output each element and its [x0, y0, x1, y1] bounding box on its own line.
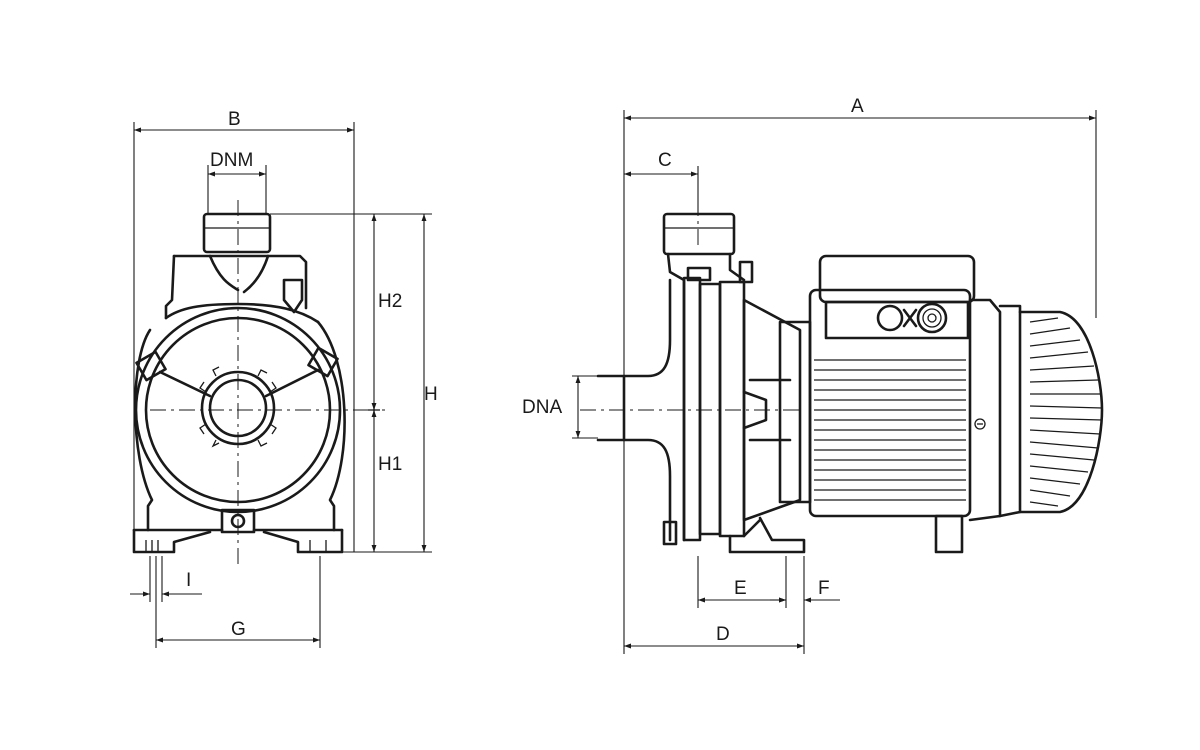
cable-gland-left: [876, 304, 904, 332]
motor-bracket: [742, 298, 802, 522]
inlet-pipe-top: [596, 278, 672, 378]
label-G: G: [231, 619, 246, 640]
cable-gland-right: [916, 302, 948, 334]
label-H1: H1: [378, 454, 402, 475]
inlet-pipe-bottom: [596, 438, 672, 542]
upper-body-top: [172, 254, 308, 310]
casing-right: [316, 320, 346, 532]
label-D: D: [716, 624, 730, 645]
fan-cover: [1018, 310, 1104, 514]
earth-symbol: [974, 418, 986, 430]
label-H2: H2: [378, 291, 402, 312]
front-dimensions: [130, 122, 432, 648]
fan-cover-ribs: [1029, 317, 1103, 507]
side-dimensions: [572, 110, 1097, 654]
bolt-lug-right: [307, 346, 339, 378]
label-F: F: [818, 578, 830, 599]
front-view: [132, 200, 385, 565]
bolt-lug-left: [135, 350, 167, 382]
motor-foot: [934, 514, 964, 554]
label-I: I: [186, 570, 191, 591]
side-view: [580, 200, 1104, 554]
upper-body-left: [164, 254, 176, 320]
motor-body: [808, 288, 972, 518]
side-outlet-flange: [662, 212, 736, 256]
label-B: B: [228, 109, 241, 130]
label-A: A: [851, 96, 864, 117]
terminal-box: [818, 254, 976, 304]
label-DNM: DNM: [210, 150, 253, 171]
label-C: C: [658, 150, 672, 171]
motor-fins: [814, 359, 966, 501]
foot-right: [262, 528, 344, 554]
label-E: E: [734, 578, 747, 599]
casing-plate: [682, 276, 702, 542]
side-foot: [728, 516, 806, 554]
label-DNA: DNA: [522, 397, 562, 418]
vent-plug: [282, 278, 304, 314]
outlet-flange: [202, 212, 272, 254]
label-H: H: [424, 384, 438, 405]
